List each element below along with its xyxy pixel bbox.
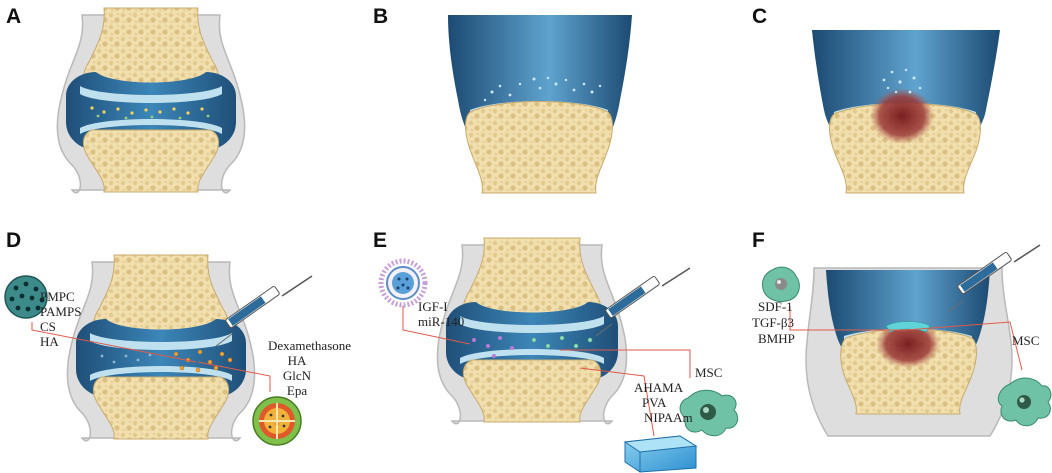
label-ha-left: HA <box>40 334 59 349</box>
stem-cell-icon <box>997 377 1052 427</box>
label-msc-f: MSC <box>1012 333 1040 348</box>
label-pamps: PAMPS <box>40 304 82 319</box>
label-pva: PVA <box>642 395 667 410</box>
label-tgf-b3: TGF-β3 <box>752 315 795 330</box>
label-sdf-1: SDF-1 <box>758 299 793 314</box>
panel-label-a: A <box>6 5 22 28</box>
syringe-icon <box>947 244 1041 313</box>
panel-label-e: E <box>373 229 388 252</box>
label-epa: Epa <box>286 383 308 398</box>
hydrogel-scaffold-icon <box>623 435 698 473</box>
label-ahama: AHAMA <box>634 380 684 395</box>
label-igf-1: IGF-I <box>418 299 448 314</box>
panel-c-osteochondral-lesion <box>812 30 1000 194</box>
stem-cell-icon <box>679 389 739 437</box>
label-cs: CS <box>40 319 56 334</box>
panel-d-lubrication-therapy <box>4 254 313 446</box>
label-dexamethasone: Dexamethasone <box>268 338 352 353</box>
label-ha-right: HA <box>287 353 307 368</box>
panel-e-regenerative-therapy <box>378 237 739 473</box>
syringe-icon <box>215 275 313 347</box>
drug-carrier-icon <box>252 396 302 446</box>
label-bmhp: BMHP <box>758 331 795 346</box>
label-mir-140: miR-140 <box>418 314 465 329</box>
label-nipaam: NIPAAm <box>644 410 693 425</box>
panel-label-d: D <box>6 229 22 252</box>
panel-label-c: C <box>752 5 768 28</box>
label-pmpc: PMPC <box>40 289 75 304</box>
micelle-nanoparticle-icon <box>378 258 428 308</box>
label-glcn: GlcN <box>282 368 312 383</box>
panel-label-b: B <box>373 5 389 28</box>
label-msc-e: MSC <box>695 365 723 380</box>
porous-nanoparticle-icon <box>4 275 48 319</box>
panel-b-cartilage-loss <box>448 15 632 194</box>
syringe-icon <box>595 267 691 337</box>
cell-icon <box>761 266 800 303</box>
panel-label-f: F <box>752 229 765 252</box>
panel-a-healthy-joint <box>56 7 246 194</box>
panel-f-cell-recruitment <box>761 244 1052 437</box>
